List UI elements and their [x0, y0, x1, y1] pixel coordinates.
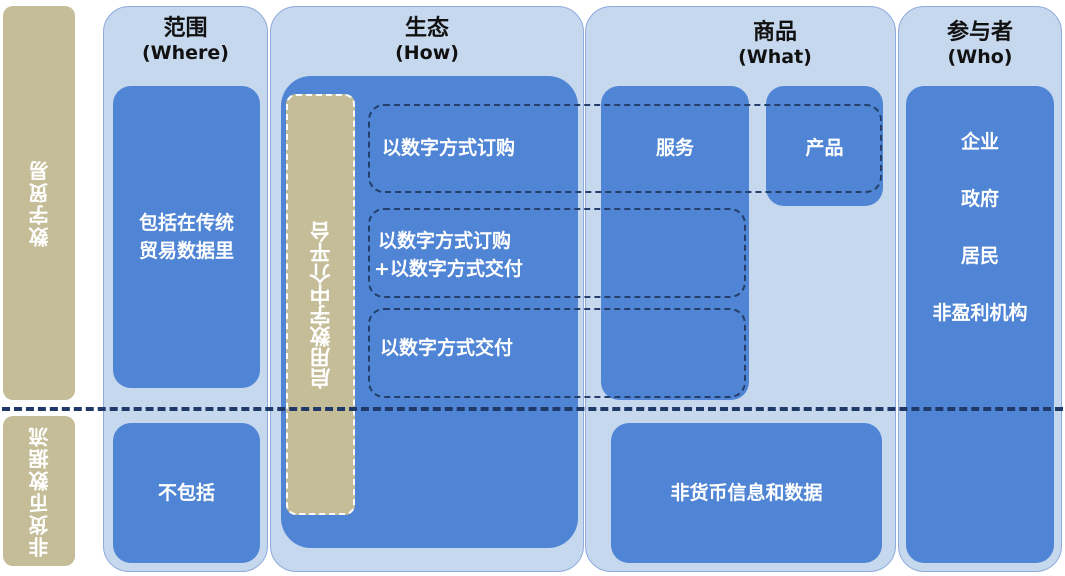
channel-ordered-delivered-outline: [368, 208, 746, 298]
where-title: 范围: [163, 16, 208, 41]
channel-ordered-delivered-line1: 以数字方式订购: [378, 230, 512, 252]
column-who-title: 参与者 (Who): [898, 20, 1062, 69]
services-text: 服务: [655, 137, 694, 159]
channel-ordered-text: 以数字方式订购: [382, 137, 516, 159]
channel-delivered-outline: [368, 308, 746, 398]
participants-box: 企业 政府 居民 非盈利机构: [906, 86, 1054, 563]
non-monetary-box: 非货币信息和数据: [611, 423, 882, 563]
channel-ordered-delivered-line2: +以数字方式交付: [374, 258, 523, 280]
where-included-box: 包括在传统 贸易数据里: [113, 86, 260, 388]
services-box: 服务: [601, 86, 749, 400]
channel-delivered-text: 以数字方式交付: [380, 337, 514, 359]
what-title: 商品: [752, 20, 797, 45]
products-text: 产品: [805, 137, 844, 159]
non-monetary-flow-label: 非货币数据流: [27, 425, 52, 557]
participant-residents: 居民: [960, 245, 999, 267]
digital-platform-text: 启用数字中介平台: [308, 220, 333, 389]
who-title: 参与者: [946, 20, 1013, 45]
channel-ordered-outline: [368, 104, 882, 193]
where-excluded-box: 不包括: [113, 423, 260, 563]
column-how-title: 生态 (How): [270, 16, 584, 65]
non-monetary-text: 非货币信息和数据: [670, 482, 823, 504]
participant-nonprofit: 非盈利机构: [932, 302, 1028, 324]
section-divider: [2, 407, 1063, 411]
column-where-title: 范围 (Where): [103, 16, 268, 65]
what-subtitle: (What): [738, 46, 812, 69]
how-subtitle: (How): [395, 42, 459, 65]
who-subtitle: (Who): [947, 46, 1013, 69]
where-included-text: 包括在传统 贸易数据里: [138, 212, 234, 262]
products-box: 产品: [766, 86, 883, 206]
where-excluded-text: 不包括: [157, 482, 215, 504]
digital-trade-label-box: 数字贸易: [3, 6, 75, 400]
participant-enterprise: 企业: [960, 131, 999, 153]
digital-platform-bar: 启用数字中介平台: [286, 94, 355, 515]
digital-trade-label: 数字贸易: [27, 159, 52, 247]
how-title: 生态: [404, 16, 449, 41]
column-what-title: 商品 (What): [700, 20, 850, 69]
where-subtitle: (Where): [142, 42, 229, 65]
non-monetary-flow-label-box: 非货币数据流: [3, 416, 75, 566]
participant-government: 政府: [960, 188, 999, 210]
